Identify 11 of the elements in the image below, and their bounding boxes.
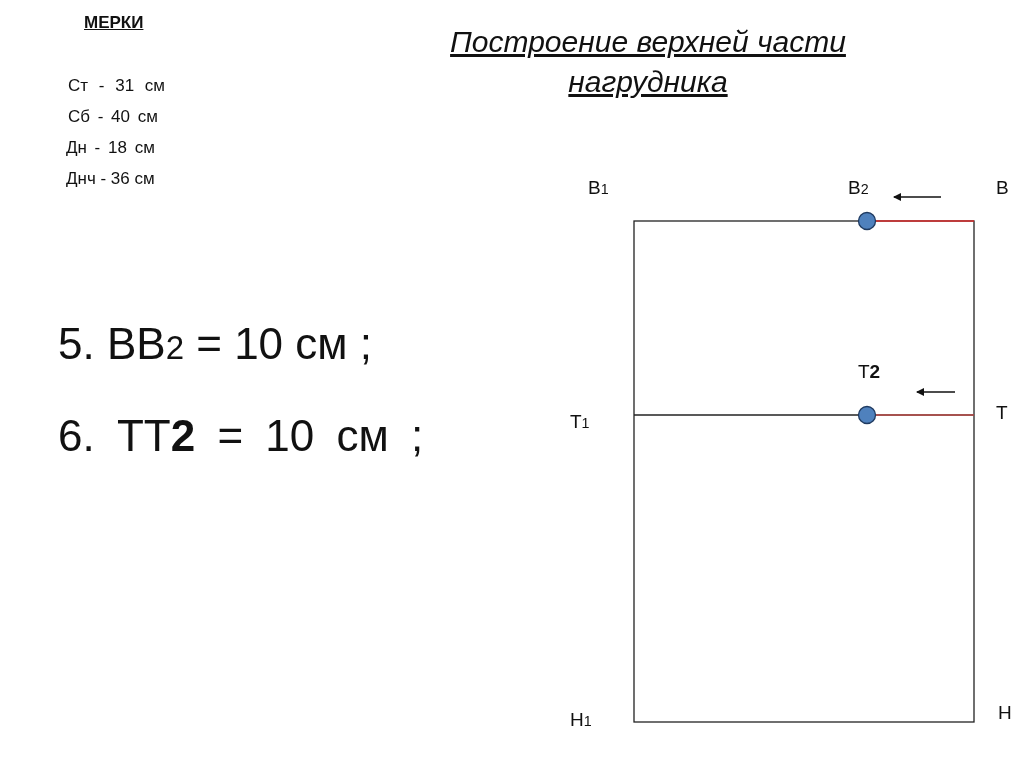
point-label: Т2 — [858, 362, 881, 383]
title: Построение верхней части нагрудника — [449, 24, 847, 100]
measurement-text: Ст - 31 см — [68, 77, 165, 96]
point-label: Н — [998, 703, 1012, 724]
measurement-text: Дн - 18 см — [66, 139, 155, 158]
formula-text: 6. ТТ2 = 10 см ; — [58, 412, 424, 461]
point-label: Т — [996, 403, 1008, 424]
heading: МЕРКИ — [84, 14, 144, 33]
measurement-text: Сб - 40 см — [68, 108, 158, 127]
measurement-text: Днч - 36 см — [66, 170, 155, 189]
point-label: В — [996, 178, 1009, 199]
